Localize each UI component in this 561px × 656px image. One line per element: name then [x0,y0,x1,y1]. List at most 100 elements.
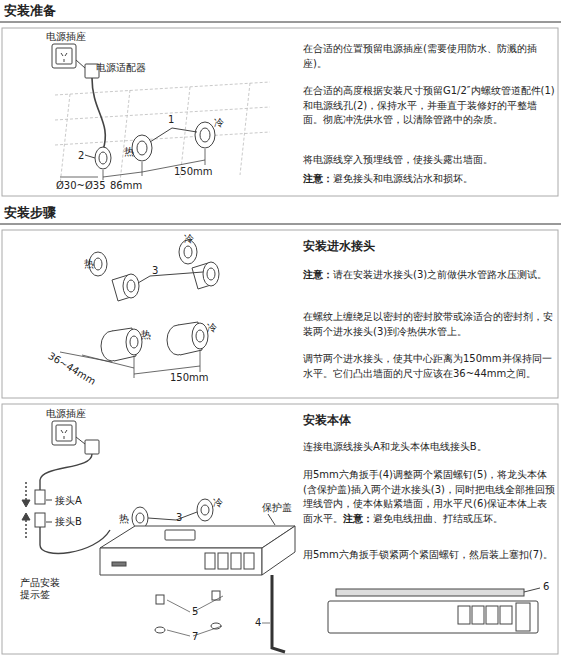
line-art [336,589,524,596]
line-art [35,513,45,527]
cable-conduit [85,147,111,169]
line-art [244,553,254,569]
pipe-fittings [132,122,215,161]
line-art [2,28,558,196]
part-label: 冷 [207,322,217,334]
line-art [205,553,215,569]
instruction-text: 避免接头和电源线沾水和损坏。 [333,173,473,184]
line-art [94,258,102,270]
line-art [500,606,512,624]
line-art [126,329,142,355]
wall-fittings [89,240,197,276]
line-art [76,437,85,444]
line-art [207,268,215,280]
part-label: 接头B [55,516,82,528]
instruction-text: 用5mm六角扳手锁紧两个紧固螺钉，然后装上塞扣(7)。 [303,549,553,560]
part-label: 冷 [213,497,223,509]
part-label: 电源适配器 [96,62,146,74]
part-label: 接头A [55,495,82,507]
note-label: 注意： [303,173,333,184]
part-label: 150mm [170,372,209,384]
instruction-text: 安装进水接头 [303,239,375,253]
cable-connectors [35,454,110,553]
instruction-text: 将电源线穿入预埋线管，使接头露出墙面。 [303,154,493,165]
line-art [127,280,135,292]
line-art [76,60,85,68]
line-art [148,512,197,520]
text-paragraph: 安装本体 [303,412,555,429]
line-art [472,606,484,624]
socket-2 [52,421,99,454]
section-heading: 安装准备 [4,3,56,19]
line-art [272,575,285,652]
installed-connectors [101,322,208,361]
line-art [212,591,220,600]
panel-frames [2,28,558,654]
part-label: 2 [78,150,84,162]
instruction-text: 请在安装进水接头(3)之前做供水管路水压测试。 [333,269,547,280]
line-art [218,553,228,569]
part-label: 电源插座 [46,408,86,420]
line-art [167,596,223,636]
instruction-text: 安装本体 [303,413,351,427]
part-label: 3 [152,265,158,277]
line-art [61,53,67,62]
part-label: 产品安装提示签 [20,577,68,601]
line-art [100,548,262,575]
adapter-cable [76,60,105,150]
line-art [85,440,99,454]
line-art [2,404,558,654]
part-label: 150mm [174,166,213,178]
line-art [156,595,164,604]
line-art [52,421,76,445]
line-art [112,562,126,566]
part-label: 5 [192,606,198,618]
hex-key-leader [262,623,270,624]
part-label: 热 [119,513,129,525]
line-art [486,606,498,624]
part-label: 3 [176,512,182,524]
line-art [35,490,45,504]
part-label: 1 [168,114,174,126]
text-paragraph: 注意：避免接头和电源线沾水和损坏。 [303,172,555,187]
connect-arrows [22,482,52,538]
line-art [203,262,219,286]
line-art [95,147,111,169]
line-art [268,514,275,525]
line-art [231,553,241,569]
line-art [165,530,195,540]
part-label: 电源插座 [46,31,86,43]
line-art [52,44,76,68]
line-art [85,155,95,158]
line-art [61,430,67,439]
text-paragraph: 用5mm六角扳手(4)调整两个紧固螺钉(5)，将龙头本体(含保护盖)插入两个进水… [303,468,555,526]
part-label: 保护盖 [262,502,292,514]
hex-key [272,575,285,652]
part-label: 6 [543,581,549,593]
part-label: 4 [255,617,261,629]
text-paragraph: 在螺纹上缠绕足以密封的密封胶带或涂适合的密封剂，安装两个进水接头(3)到冷热供水… [303,310,555,339]
line-art [99,152,107,164]
line-art [201,505,209,515]
text-paragraph: 连接电源线接头A和龙头本体电线接头B。 [303,440,555,455]
screws-plugs [155,591,223,636]
line-art [196,330,204,342]
note-label: 注意： [303,269,333,280]
line-art [138,272,203,283]
section-heading: 安装步骤 [4,205,56,221]
line-art [136,513,144,523]
line-art [200,128,210,142]
line-art [262,526,295,575]
line-art [60,177,98,178]
text-paragraph: 用5mm六角扳手锁紧两个紧固螺钉，然后装上塞扣(7)。 [303,548,555,563]
line-art [458,606,470,624]
line-art [0,224,561,225]
line-art [100,526,295,548]
instruction-text: 调节两个进水接头，使其中心距离为150mm并保持同一水平。它们凸出墙面的尺寸应该… [303,353,552,379]
text-paragraph: 将电源线穿入预埋线管，使接头露出墙面。 [303,153,555,168]
line-art [130,336,138,348]
line-art [25,520,27,538]
line-art [132,135,152,161]
section-rules [0,22,561,224]
instruction-text: 避免电线扭曲、打结或压坏。 [373,513,503,524]
